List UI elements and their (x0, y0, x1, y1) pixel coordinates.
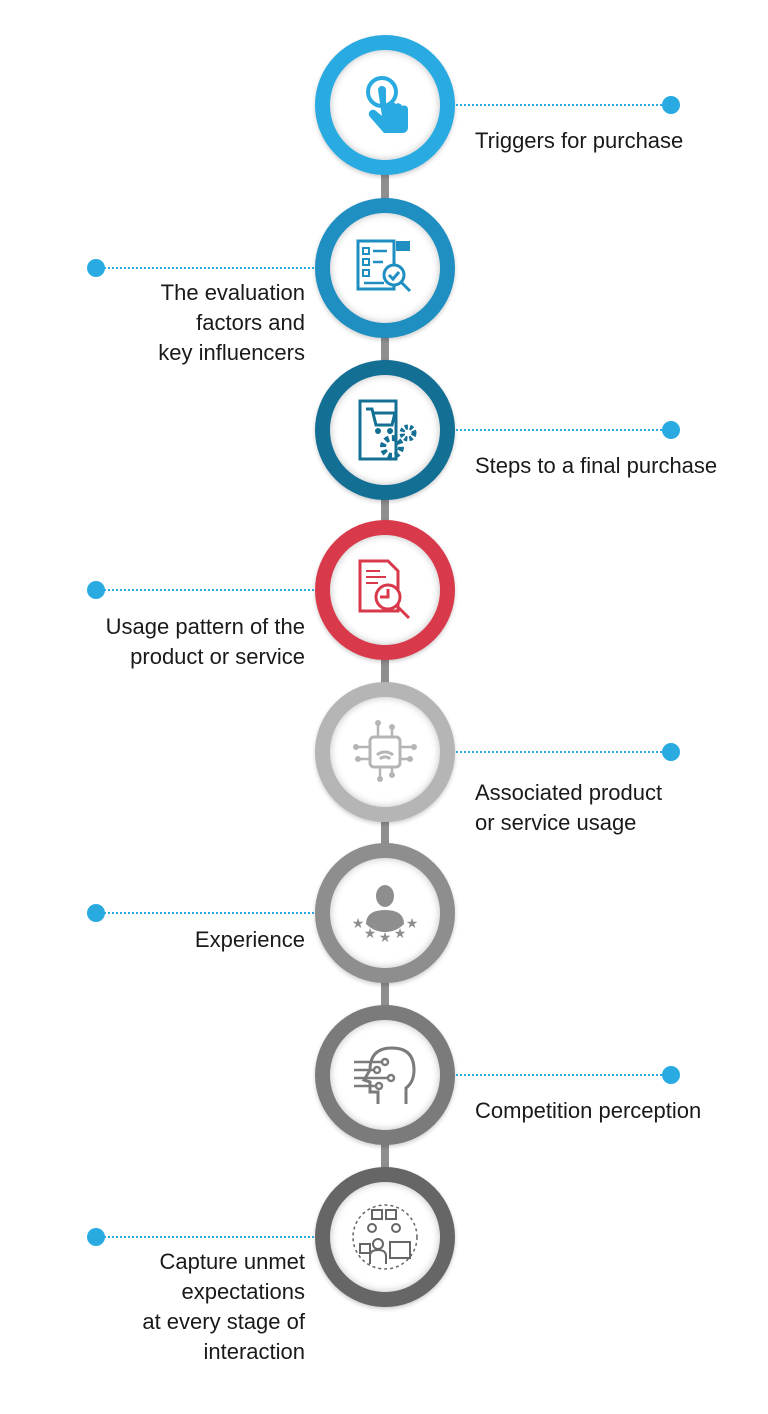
step-label-line: or service usage (475, 810, 637, 835)
step-label-line: Steps to a final purchase (475, 453, 718, 478)
step-label-line: Capture unmet (159, 1249, 305, 1274)
connector-line (100, 1236, 314, 1238)
step-label-line: key influencers (158, 340, 305, 365)
step-label-line: Usage pattern of the (105, 614, 305, 639)
svg-text:★: ★ (394, 926, 407, 942)
connector-dot (662, 96, 680, 114)
step-label-line: Triggers for purchase (475, 128, 684, 153)
step-label: Associated product or service usage (475, 778, 662, 838)
timeline-spine (381, 110, 389, 1230)
connector-dot (87, 259, 105, 277)
cart-gears-icon (358, 399, 417, 461)
person-rating-icon: ★★★★★ (352, 885, 419, 946)
connector-line (456, 429, 666, 431)
connector-dot (662, 421, 680, 439)
step-label-line: Associated product (475, 780, 663, 805)
step-label: Steps to a final purchase (475, 451, 717, 481)
connector-dot (662, 1066, 680, 1084)
connector-dot (87, 1228, 105, 1246)
step-label-line: at every stage of (142, 1309, 305, 1334)
step-node (315, 682, 455, 822)
connector-dot (662, 743, 680, 761)
connector-line (456, 1074, 666, 1076)
head-circuit-icon (354, 1046, 416, 1104)
step-label: Usage pattern of the product or service (106, 612, 305, 672)
step-label-line: interaction (203, 1339, 305, 1364)
svg-text:★: ★ (379, 930, 392, 946)
checklist-magnifier-icon (356, 239, 412, 293)
connector-dot (87, 904, 105, 922)
step-label-line: expectations (181, 1279, 305, 1304)
step-node: ★★★★★ (315, 843, 455, 983)
circuit-chip-icon (353, 720, 417, 782)
hand-touch-icon (366, 76, 408, 133)
step-node (315, 35, 455, 175)
step-label: Competition perception (475, 1096, 701, 1126)
connector-line (100, 912, 314, 914)
step-node (315, 1005, 455, 1145)
people-conversation-icon (352, 1204, 418, 1270)
step-label-line: Competition perception (475, 1098, 702, 1123)
step-label: Capture unmet expectations at every stage … (142, 1247, 305, 1367)
step-node (315, 520, 455, 660)
step-label: Experience (195, 925, 305, 955)
step-label-line: factors and (196, 310, 305, 335)
svg-text:★: ★ (364, 926, 377, 942)
connector-dot (87, 581, 105, 599)
step-node (315, 360, 455, 500)
step-node (315, 198, 455, 338)
document-search-icon (358, 559, 411, 620)
step-label-line: product or service (130, 644, 305, 669)
connector-line (100, 589, 314, 591)
svg-text:★: ★ (406, 916, 419, 932)
step-label-line: Experience (194, 927, 305, 952)
svg-text:★: ★ (352, 916, 365, 932)
connector-line (456, 751, 666, 753)
step-label-line: The evaluation (160, 280, 305, 305)
step-node (315, 1167, 455, 1307)
step-label: Triggers for purchase (475, 126, 683, 156)
step-label: The evaluation factors and key influencers (158, 278, 305, 368)
connector-line (456, 104, 666, 106)
connector-line (100, 267, 314, 269)
